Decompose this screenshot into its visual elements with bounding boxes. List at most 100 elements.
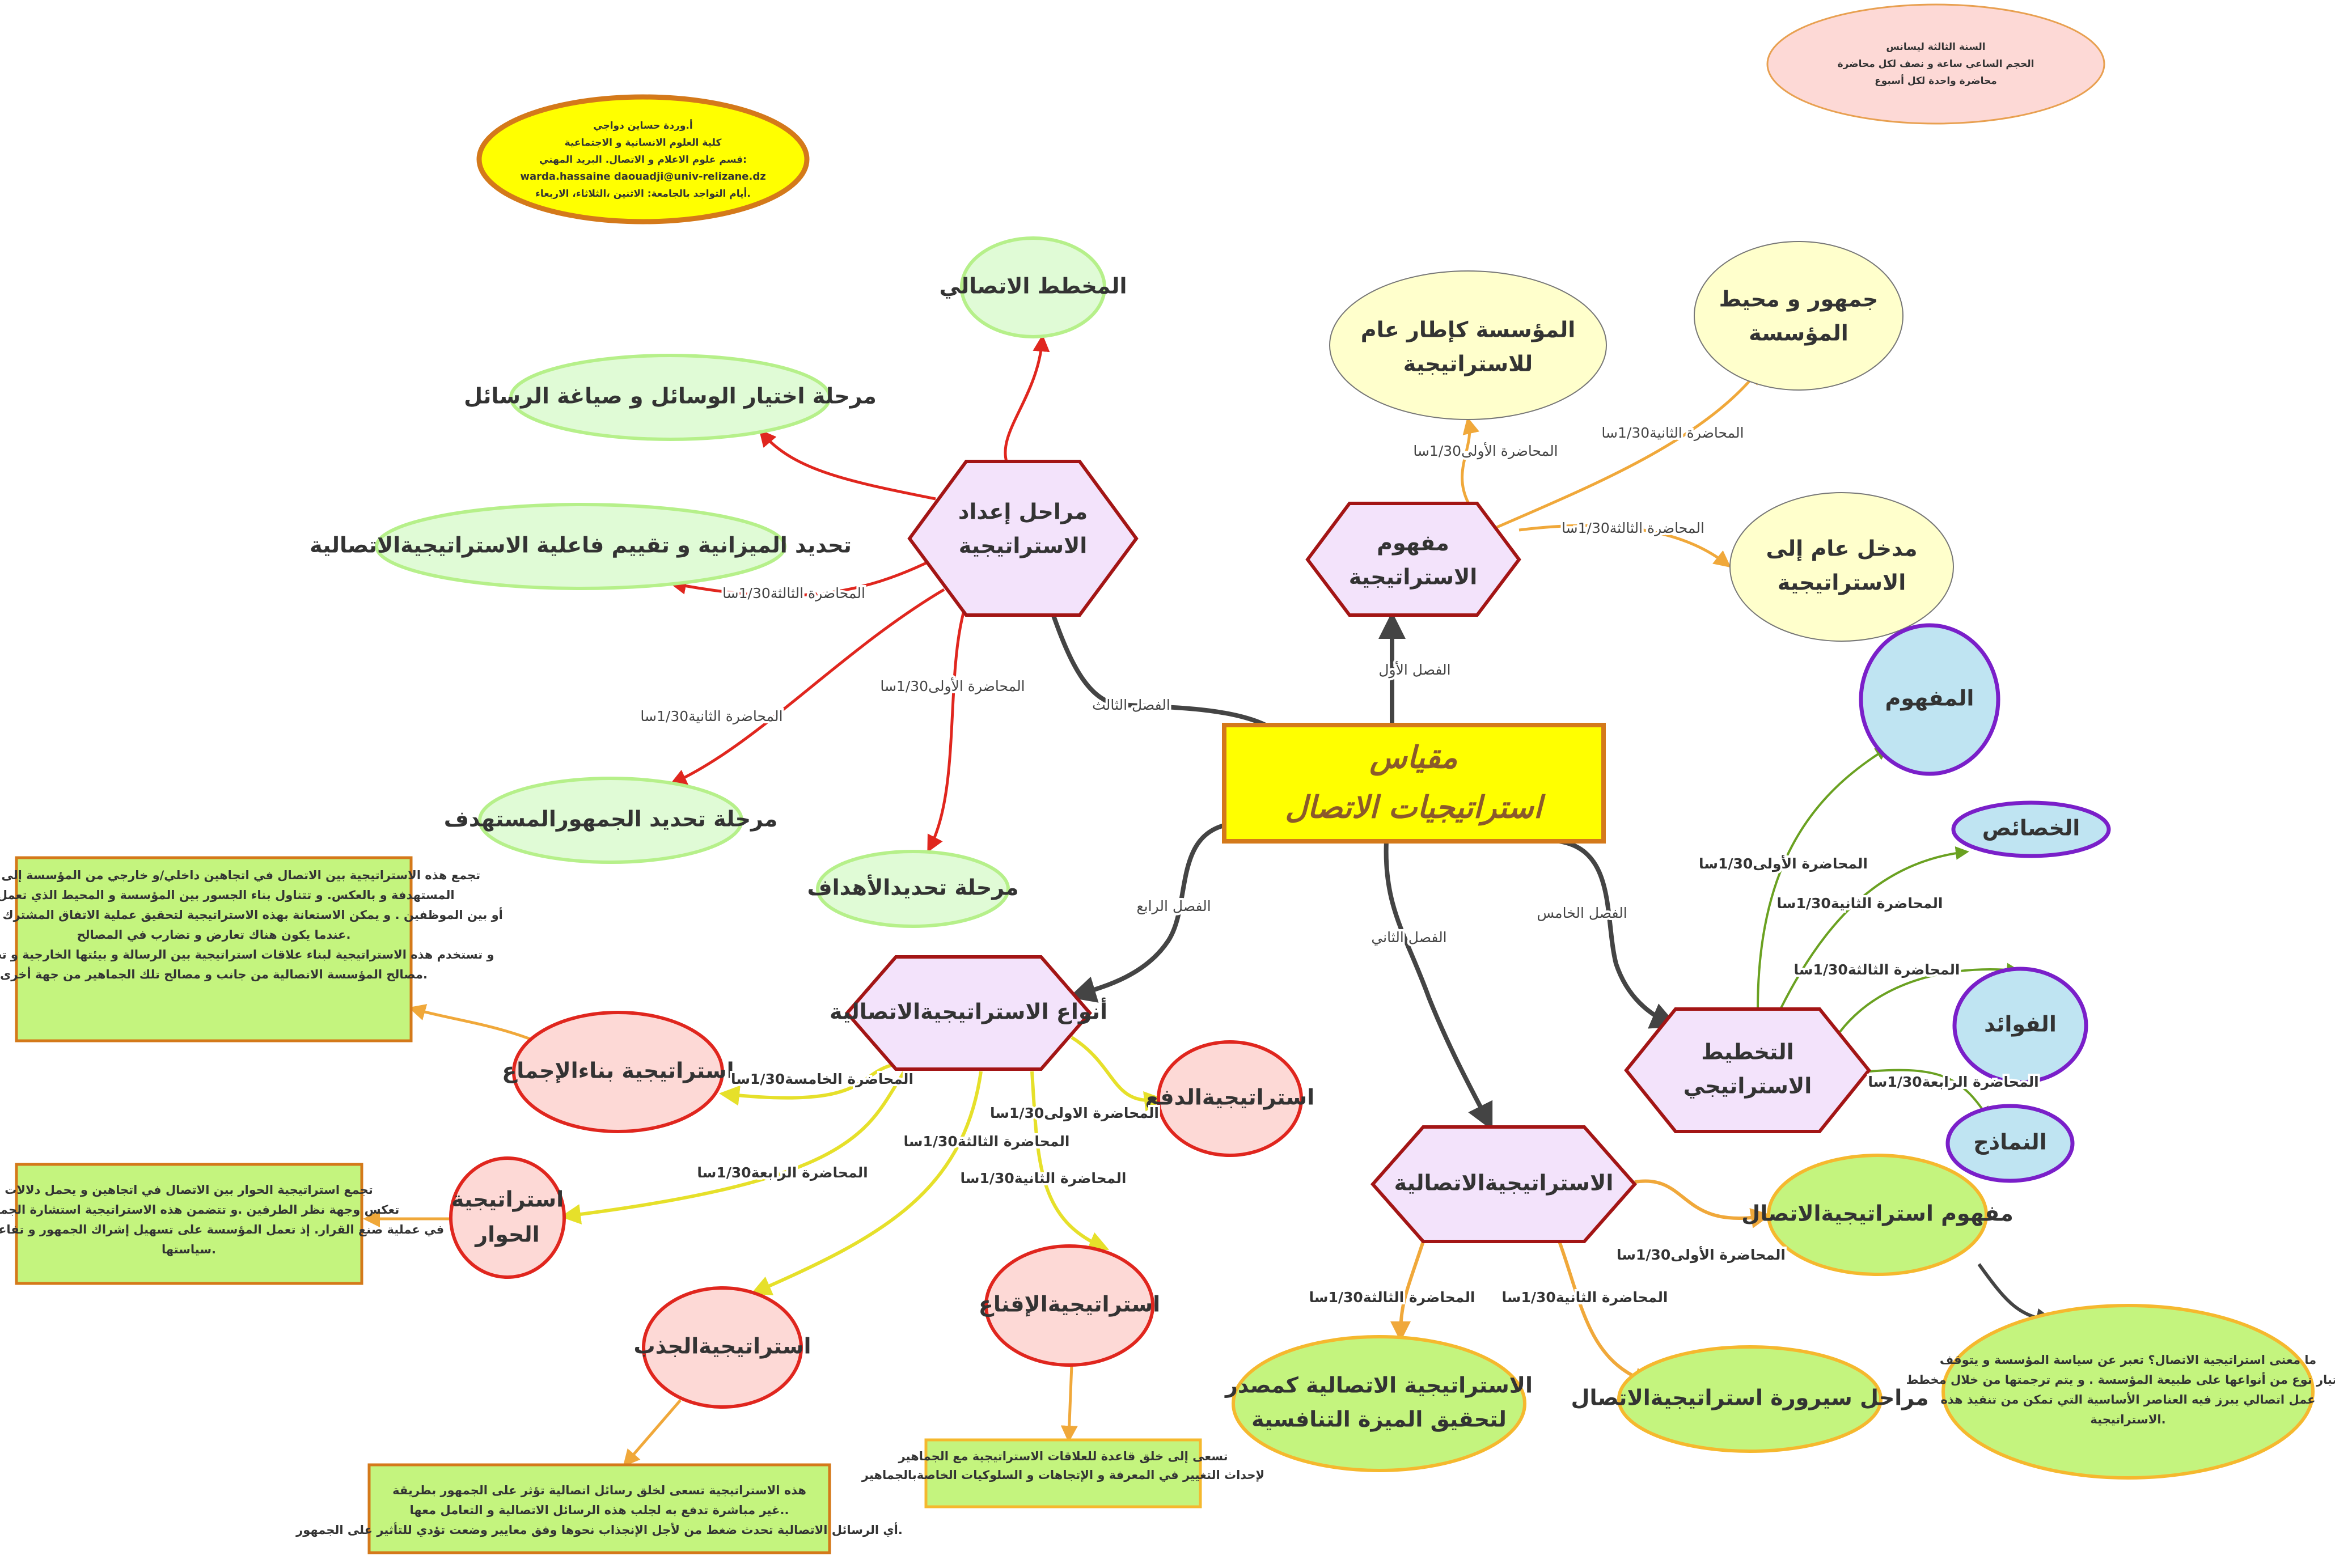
center-title-line1: مقياس — [1369, 740, 1458, 777]
note-dialogue: تجمع استراتيجية الحوار بين الاتصال في ات… — [0, 1163, 444, 1285]
note-line: و تستخدم هذه الاستراتيجية لبناء علاقات ا… — [0, 948, 494, 961]
hex-ch4[interactable]: أنواع الاستراتيجيةالاتصالية — [830, 955, 1107, 1071]
ch4-edges — [560, 1036, 1165, 1295]
node-strategy-concept[interactable]: مفهوم استراتيجيةالاتصال — [1741, 1154, 2013, 1276]
edge — [1868, 1069, 1990, 1121]
node-label: استراتيجيةالإقناع — [979, 1292, 1160, 1317]
note-line: عمل اتصالي يبرز فيه العناصر الأساسية الت… — [1940, 1392, 2315, 1406]
ch3-children: المخطط الاتصالي مرحلة اختيار الوسائل و ص… — [310, 236, 1127, 928]
node-process-stages[interactable]: مراحل سيرورة استراتيجيةالاتصال — [1571, 1345, 1929, 1453]
node-characteristics[interactable]: الخصائص — [1951, 800, 2111, 858]
edge-ch2-note — [1977, 1263, 2057, 1329]
node-target-audience[interactable]: مرحلة تحديد الجمهورالمستهدف — [444, 777, 777, 864]
edge-label: المحاضرة الثانية1/30سا — [961, 1170, 1127, 1187]
edge — [1390, 1241, 1425, 1342]
edge — [719, 1061, 908, 1106]
node-label: مدخل عام إلى — [1766, 536, 1917, 562]
note-line: أي الرسائل الاتصالية تحدث ضغط من لأجل ال… — [295, 1522, 903, 1537]
note-line: مصالح المؤسسة الاتصالية من جانب و مصالح … — [0, 966, 428, 981]
node-label: استراتيجيةالجذب — [633, 1334, 811, 1359]
edge-ch5 — [1559, 839, 1678, 1029]
edge-label: المحاضرة الثالثة1/30سا — [904, 1133, 1070, 1150]
node-label: استراتيجية — [451, 1187, 564, 1212]
info-line: الحجم الساعي ساعة و نصف لكل محاضرة — [1838, 58, 2034, 70]
hex-label: الاستراتيجيةالاتصالية — [1394, 1171, 1614, 1196]
node-label: مفهوم استراتيجيةالاتصال — [1741, 1201, 2013, 1227]
hex-ch3[interactable]: مراحل إعداد الاستراتيجية — [907, 460, 1139, 617]
edge-label: المحاضرة الثانية1/30سا — [1601, 425, 1744, 441]
edge — [1461, 417, 1479, 505]
node-budget[interactable]: تحديد الميزانية و تقييم فاعلية الاستراتي… — [310, 503, 852, 590]
edge-label-ch2: الفصل الثاني — [1371, 929, 1446, 946]
node-persuasion-strategy[interactable]: استراتيجيةالإقناع — [979, 1244, 1160, 1367]
author-line: أ.وردة حساين دواجي — [593, 119, 692, 132]
edge-label: المحاضرة الاولى1/30سا — [990, 1105, 1159, 1122]
node-competitive-advantage[interactable]: الاستراتيجية الاتصالية كمصدر لتحقيق المي… — [1224, 1335, 1533, 1472]
edge — [750, 1071, 983, 1295]
edge — [1496, 367, 1762, 529]
edge — [1825, 963, 2020, 1055]
edge — [1060, 1364, 1078, 1443]
edge — [759, 429, 936, 501]
node-audience-environment[interactable]: جمهور و محيط المؤسسة — [1694, 241, 1903, 391]
node-label: تحديد الميزانية و تقييم فاعلية الاستراتي… — [310, 533, 852, 558]
edge — [1518, 524, 1731, 568]
node-objectives[interactable]: مرحلة تحديدالأهداف — [807, 850, 1019, 928]
edge-label: المحاضرة الثانية1/30سا — [1502, 1289, 1668, 1306]
node-label: الفوائد — [1984, 1012, 2057, 1037]
edge-label-ch3: الفصل الثالث — [1092, 697, 1170, 713]
note-line: الاستراتيجية. — [2090, 1413, 2165, 1426]
edge — [927, 586, 974, 853]
node-attraction-strategy[interactable]: استراتيجيةالجذب — [633, 1286, 811, 1409]
node-models[interactable]: النماذج — [1945, 1104, 2075, 1183]
note-line: تجمع هذه الاستراتيجية بين الاتصال في اتج… — [0, 868, 480, 882]
ch1-children: المؤسسة كإطار عام للاستراتيجية جمهور و م… — [1329, 241, 1954, 642]
edge-label-ch1: الفصل الأول — [1378, 660, 1450, 679]
hex-label: الاستراتيجي — [1683, 1074, 1812, 1099]
edge-ch2 — [1384, 841, 1493, 1131]
node-label: استراتيجيةالدفع — [1145, 1085, 1314, 1110]
edge-ch3 — [1037, 578, 1267, 727]
note-line: هذه الاستراتيجية تسعى لخلق رسائل اتصالية… — [392, 1484, 806, 1497]
ch4-children: استراتيجيةالدفع استراتيجيةالإقناع استرات… — [449, 1011, 1314, 1409]
node-label: المخطط الاتصالي — [939, 274, 1127, 299]
note-line: عندما يكون هناك تعارض و تضارب في المصالح… — [77, 928, 351, 942]
note-line: غير مباشرة تدفع به لجلب هذه الرسائل الات… — [410, 1503, 789, 1517]
node-benefits[interactable]: الفوائد — [1952, 967, 2088, 1084]
node-media-selection[interactable]: مرحلة اختيار الوسائل و صياغة الرسائل — [464, 354, 877, 441]
edge-label: المحاضرة الثالثة1/30سا — [1562, 520, 1704, 536]
hex-ch1[interactable]: مفهوم الاستراتيجية — [1305, 502, 1521, 617]
node-dialogue-strategy[interactable]: استراتيجية الحوار — [449, 1156, 566, 1279]
note-consensus: تجمع هذه الاستراتيجية بين الاتصال في اتج… — [0, 856, 503, 1042]
node-label: مرحلة تحديدالأهداف — [807, 874, 1019, 900]
edge-label: المحاضرة الثالثة1/30سا — [722, 585, 865, 601]
node-general-intro[interactable]: مدخل عام إلى الاستراتيجية — [1729, 492, 1954, 642]
node-communication-plan[interactable]: المخطط الاتصالي — [939, 236, 1127, 338]
edge-label: المحاضرة الثانية1/30سا — [1777, 895, 1943, 912]
edge — [1071, 1036, 1165, 1112]
note-strategy-meaning: ما معنى استراتيجية الاتصال؟ تعبر عن سياس… — [1906, 1304, 2335, 1480]
edge — [1634, 1179, 1771, 1228]
node-label: جمهور و محيط — [1719, 287, 1879, 312]
edge-label-ch4: الفصل الرابع — [1136, 898, 1211, 915]
hex-ch2[interactable]: الاستراتيجيةالاتصالية — [1370, 1125, 1637, 1243]
info-line: محاضرة واحدة لكل أسبوع — [1875, 74, 1997, 87]
author-email: warda.hassaine daouadji@univ-relizane.dz — [520, 171, 765, 183]
node-push-strategy[interactable]: استراتيجيةالدفع — [1145, 1040, 1314, 1157]
hex-label: الاستراتيجية — [1349, 565, 1478, 590]
hex-label: أنواع الاستراتيجيةالاتصالية — [830, 998, 1107, 1024]
node-consensus-strategy[interactable]: استراتيجية بناءالإجماع — [502, 1011, 734, 1133]
node-institution-frame[interactable]: المؤسسة كإطار عام للاستراتيجية — [1329, 270, 1607, 420]
note-persuasion: تسعى إلى خلق قاعدة للعلاقات الاستراتيجية… — [861, 1438, 1264, 1508]
author-line: كلية العلوم الانسانية و الاجتماعية — [565, 137, 722, 149]
author-line: أيام التواجد بالجامعة: الاثنين ،الثلاثاء… — [535, 187, 751, 200]
edge-label-ch5: الفصل الخامس — [1537, 905, 1627, 921]
hex-ch5[interactable]: التخطيط الاستراتيجي — [1624, 1007, 1871, 1133]
center-node[interactable]: مقياس استراتيجيات الاتصال — [1222, 723, 1606, 844]
hex-label: التخطيط — [1701, 1040, 1793, 1065]
note-line: اختيار نوع من أنواعها على طبيعة المؤسسة … — [1906, 1371, 2335, 1387]
info-line: السنة الثالثة ليسانس — [1886, 41, 1985, 53]
edge-ch4 — [1068, 823, 1225, 1003]
node-concept[interactable]: المفهوم — [1859, 623, 2000, 776]
ch2-edges — [1390, 1179, 1771, 1387]
